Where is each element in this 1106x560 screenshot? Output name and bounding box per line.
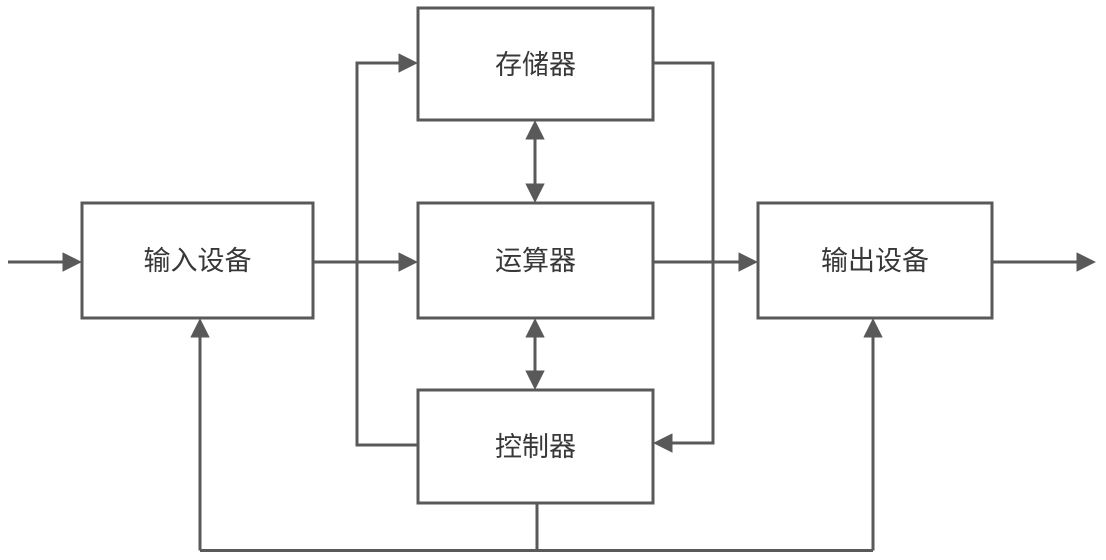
node-alu: 运算器 (416, 201, 655, 320)
node-alu-label: 运算器 (495, 246, 576, 276)
node-controller-box (416, 388, 655, 505)
node-alu-box (416, 201, 655, 320)
node-memory: 存储器 (416, 6, 655, 122)
node-memory-box (416, 6, 655, 122)
node-controller: 控制器 (416, 388, 655, 505)
nodes: 存储器 运算器 控制器 输入设备 输出设备 (80, 6, 994, 505)
node-input-device-box (80, 201, 315, 320)
node-output-device-box (756, 201, 994, 320)
node-controller-label: 控制器 (495, 432, 576, 462)
node-output-device: 输出设备 (756, 201, 994, 320)
node-output-device-label: 输出设备 (821, 246, 929, 276)
node-input-device: 输入设备 (80, 201, 315, 320)
edge-controller-to-memory (355, 53, 418, 447)
edge-memory-to-controller (653, 61, 715, 453)
node-memory-label: 存储器 (495, 50, 576, 80)
edges (8, 53, 1096, 552)
node-input-device-label: 输入设备 (144, 246, 252, 276)
